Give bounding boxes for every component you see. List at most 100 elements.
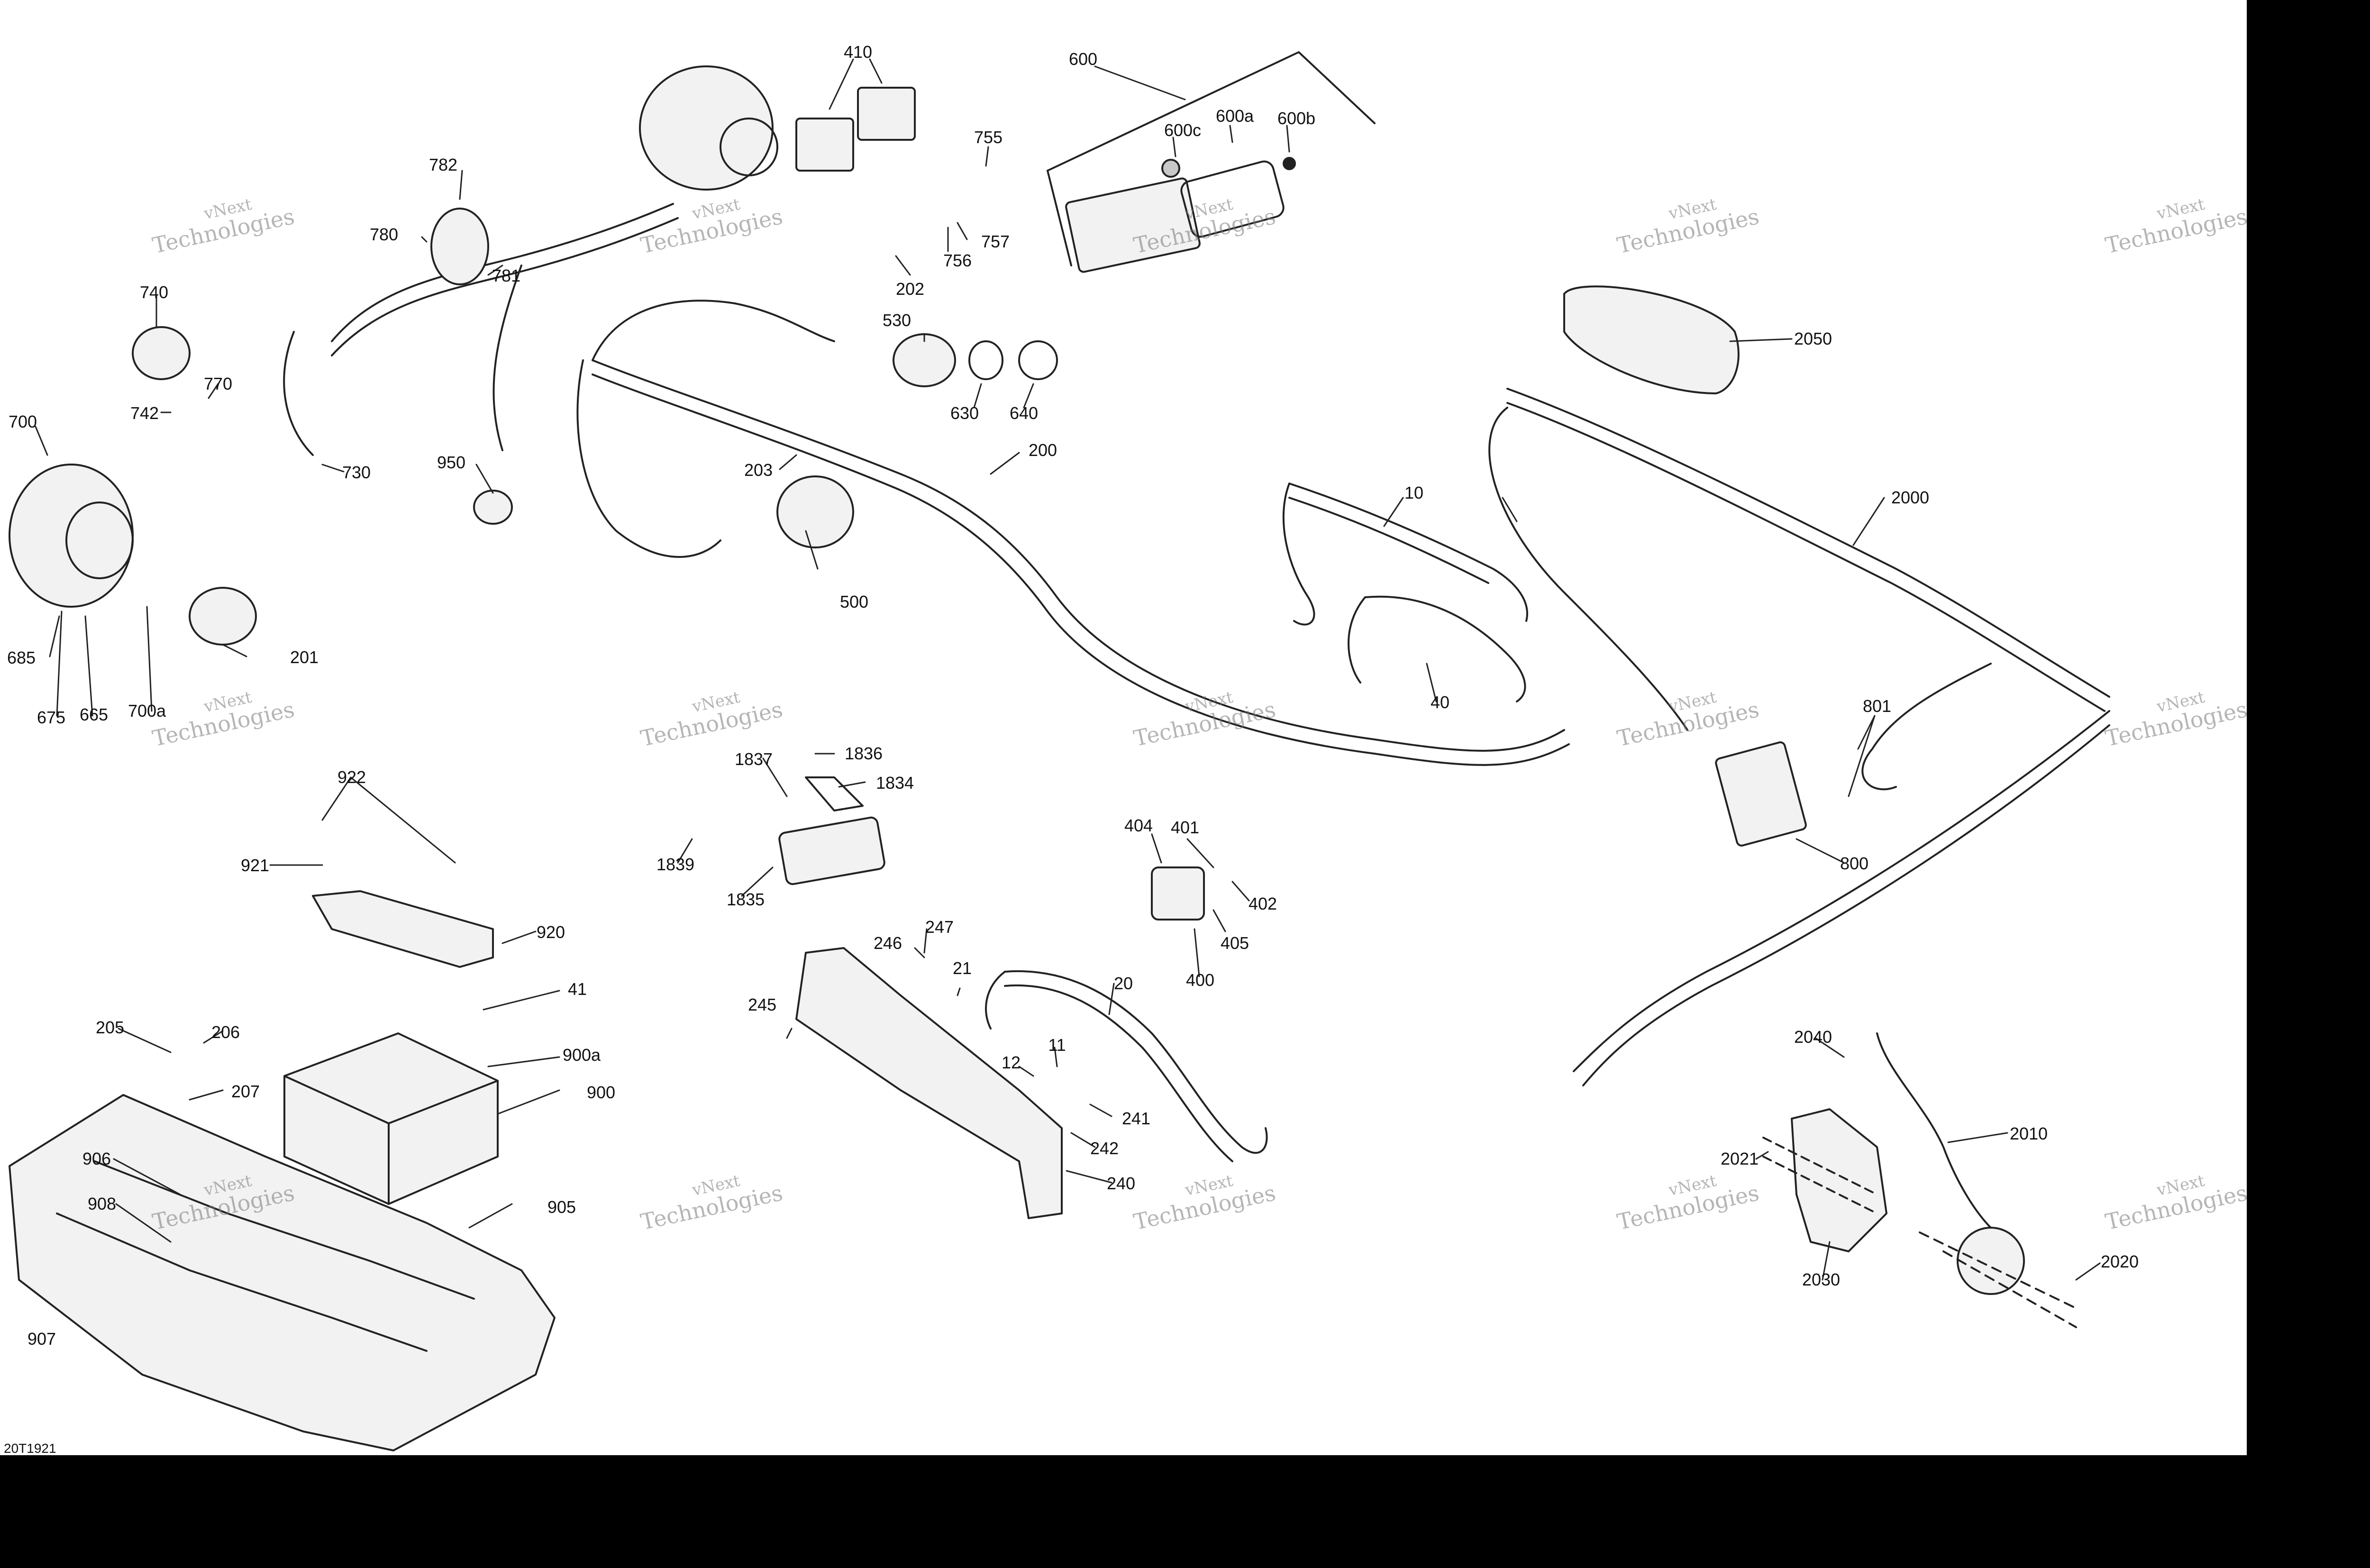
callout-770: 770 [203,374,233,393]
part-700-headlight [9,464,134,608]
part-920-bracket [312,890,494,968]
callout-950: 950 [437,453,466,472]
callout-800: 800 [1840,854,1869,873]
callout-400: 400 [1185,970,1215,990]
part-2050-sleeve [1563,285,1740,394]
callout-2021: 2021 [1720,1149,1759,1168]
part-600-bracket [1047,51,1376,172]
callout-405: 405 [1220,933,1249,953]
callout-21: 21 [952,958,972,978]
part-600-ecu [1065,177,1201,273]
callout-700: 700 [8,412,37,431]
part-410-relay-b [857,87,916,141]
callout-920: 920 [536,922,565,942]
callout-1837: 1837 [734,749,773,769]
callout-780: 780 [369,225,399,244]
callout-20: 20 [1113,974,1133,993]
cable-20 [1004,970,1268,1154]
callout-2000: 2000 [1891,488,1930,507]
callout-730: 730 [342,463,371,482]
callout-2030: 2030 [1802,1270,1841,1289]
callout-402: 402 [1248,894,1277,913]
callout-700a: 700a [128,701,166,720]
part-630-nut [968,340,1003,380]
callout-205: 205 [95,1018,125,1037]
part-500-module [776,475,854,548]
callout-206: 206 [211,1022,240,1042]
callout-11: 11 [1048,1035,1066,1055]
part-2030-bracket [1791,1108,1887,1252]
callout-410: 410 [843,42,873,62]
callout-900a: 900a [562,1045,601,1065]
harness-200 [592,359,1565,752]
parts-diagram-artwork [9,51,2110,1451]
part-1835-sensor [778,816,885,885]
callout-2040: 2040 [1794,1027,1832,1047]
callout-10: 10 [1404,483,1424,502]
callout-600: 600 [1068,49,1098,69]
callout-630: 630 [950,403,979,423]
callout-404: 404 [1124,816,1153,835]
callout-921: 921 [240,856,270,875]
callout-675: 675 [36,708,66,727]
callout-203: 203 [744,460,773,480]
diagram-reference-code: 20T1921 [4,1441,56,1455]
callout-908: 908 [87,1194,117,1213]
callout-1839: 1839 [656,855,695,874]
callout-755: 755 [974,128,1003,147]
callout-756: 756 [943,251,972,270]
callout-600a: 600a [1215,106,1254,126]
callout-246: 246 [873,933,902,953]
callout-906: 906 [82,1149,111,1168]
callout-530: 530 [882,310,912,330]
callout-665: 665 [79,705,109,724]
callout-1836: 1836 [844,744,883,763]
callout-685: 685 [7,648,36,667]
part-600a-gasket [1180,160,1285,238]
part-410-relay-a [795,118,854,172]
callout-207: 207 [231,1082,260,1101]
callout-905: 905 [547,1197,576,1217]
callout-1834: 1834 [875,773,914,793]
callout-12: 12 [1001,1053,1021,1072]
part-740-lamp [132,326,191,380]
callout-241: 241 [1121,1109,1151,1128]
callout-201: 201 [290,647,319,667]
part-2010-sensor [1957,1227,2025,1295]
callout-240: 240 [1106,1174,1136,1193]
part-905-tray [9,1094,556,1451]
callout-907: 907 [27,1329,56,1349]
part-201-bulb-cap [189,587,257,646]
callout-900: 900 [586,1083,616,1102]
callout-922: 922 [337,767,366,787]
harness-2000 [1506,388,2110,698]
callout-2020: 2020 [2100,1252,2139,1271]
callout-740: 740 [139,283,169,302]
callout-2010: 2010 [2009,1124,2048,1143]
part-900-battery [283,1032,499,1205]
callout-1835: 1835 [726,890,765,909]
part-780-horn [430,208,489,285]
callout-40: 40 [1430,693,1450,712]
callout-202: 202 [895,279,925,299]
callout-245: 245 [747,995,777,1014]
callout-500: 500 [839,592,869,611]
part-950-socket [473,490,513,525]
callout-742: 742 [130,403,159,423]
callout-801: 801 [1862,696,1892,716]
callout-41: 41 [567,979,587,999]
callout-757: 757 [981,232,1010,251]
part-240-bracket [795,947,1063,1219]
callout-242: 242 [1090,1139,1119,1158]
callout-200: 200 [1028,440,1057,460]
callout-401: 401 [1170,818,1200,837]
part-800-module [1715,741,1807,847]
callout-781: 781 [492,266,521,285]
part-400-solenoid [1151,866,1205,921]
callout-600c: 600c [1164,120,1202,140]
part-headlamp-top [639,65,774,191]
callout-600b: 600b [1277,109,1316,128]
callout-640: 640 [1009,403,1039,423]
callout-2050: 2050 [1794,329,1832,348]
